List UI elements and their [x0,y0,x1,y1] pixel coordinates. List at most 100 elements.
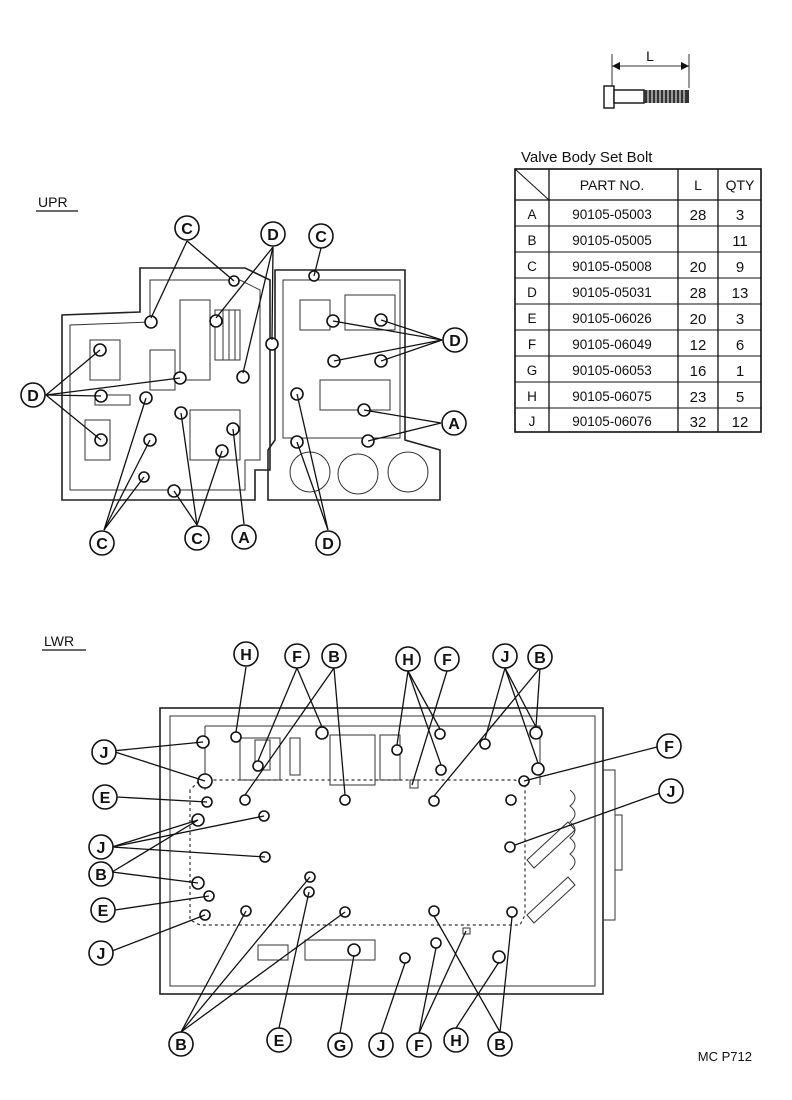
row-qty: 1 [736,363,744,380]
svg-text:A: A [238,530,250,547]
upper-leader-lines [45,240,443,531]
row-part-no: 90105-05031 [572,285,652,300]
row-part-no: 90105-05005 [572,233,652,248]
svg-text:E: E [100,790,111,807]
svg-text:J: J [97,946,106,963]
callout-badge: J [88,940,114,966]
callout-badge: B [487,1031,513,1057]
row-code: A [527,207,536,222]
row-part-no: 90105-06026 [572,311,652,326]
callout-badge: E [266,1027,292,1053]
svg-text:H: H [402,652,414,669]
svg-text:C: C [181,221,193,238]
header-qty: QTY [726,177,755,193]
callout-badge: F [434,646,460,672]
upper-section: UPR [20,194,468,556]
svg-text:B: B [175,1037,187,1054]
row-part-no: 90105-06076 [572,414,652,429]
svg-text:D: D [449,333,461,350]
callout-badge: E [92,784,118,810]
row-code: C [527,259,537,274]
figure-code: MC P712 [698,1049,752,1064]
lower-label: LWR [44,633,74,649]
bolt-table: Valve Body Set Bolt PART NO. L QTY A 901… [514,149,762,433]
svg-text:J: J [97,840,106,857]
row-part-no: 90105-06053 [572,363,652,378]
lower-bolts [191,726,545,964]
callout-badge: C [89,530,115,556]
row-code: J [529,414,536,429]
row-part-no: 90105-06075 [572,389,652,404]
row-length: 23 [690,389,707,406]
row-qty: 3 [736,207,744,224]
svg-text:E: E [274,1033,285,1050]
row-qty: 3 [736,311,744,328]
row-length: 32 [690,414,707,431]
row-part-no: 90105-06049 [572,337,652,352]
callout-badge: C [184,525,210,551]
callout-badge: G [327,1032,353,1058]
svg-text:J: J [667,784,676,801]
callout-badge: D [260,221,286,247]
callout-badge: B [527,644,553,670]
bolt-dimension-icon: L [603,48,690,109]
callout-badge: J [88,834,114,860]
callout-badge: C [174,215,200,241]
callout-badge: J [492,643,518,669]
table-row: G 90105-06053 16 1 [527,363,744,380]
table-row: B 90105-05005 11 [527,233,747,250]
row-code: E [527,311,536,326]
lower-callouts: H F B H F J B [88,641,684,1058]
lower-leader-lines [111,666,661,1034]
svg-text:C: C [191,531,203,548]
callout-badge: H [443,1027,469,1053]
upper-label: UPR [38,194,68,210]
callout-badge: J [368,1032,394,1058]
callout-badge: F [656,733,682,759]
callout-badge: J [658,778,684,804]
row-length: 20 [690,259,707,276]
table-title: Valve Body Set Bolt [521,149,653,166]
callout-badge: C [308,223,334,249]
svg-text:J: J [100,745,109,762]
callout-badge: F [406,1032,432,1058]
svg-text:D: D [322,536,334,553]
table-row: E 90105-06026 20 3 [527,311,744,328]
svg-text:J: J [377,1038,386,1055]
svg-text:F: F [442,652,452,669]
table-row: A 90105-05003 28 3 [527,207,744,224]
bolt-length-label: L [646,48,654,64]
callout-badge: A [441,410,467,436]
lower-valve-body-outline [159,707,623,995]
row-code: H [527,389,537,404]
svg-text:F: F [414,1038,424,1055]
table-row: D 90105-05031 28 13 [527,285,748,302]
row-qty: 6 [736,337,744,354]
callout-badge: J [91,739,117,765]
row-length: 20 [690,311,707,328]
row-length: 28 [690,285,707,302]
row-qty: 12 [732,414,749,431]
callout-badge: B [168,1031,194,1057]
svg-text:H: H [450,1033,462,1050]
lower-section: LWR [42,633,684,1058]
callout-badge: A [231,524,257,550]
svg-text:H: H [240,647,252,664]
row-qty: 9 [736,259,744,276]
callout-badge: H [395,646,421,672]
svg-text:B: B [328,649,340,666]
svg-text:G: G [334,1038,346,1055]
row-length: 12 [690,337,707,354]
svg-text:E: E [98,903,109,920]
row-code: D [527,285,537,300]
svg-text:F: F [292,649,302,666]
svg-text:B: B [534,650,546,667]
svg-text:C: C [96,536,108,553]
svg-text:D: D [27,388,39,405]
svg-text:A: A [448,416,460,433]
row-qty: 11 [732,233,748,250]
row-qty: 13 [732,285,749,302]
svg-text:F: F [664,739,674,756]
callout-badge: D [442,327,468,353]
table-row: H 90105-06075 23 5 [527,389,744,406]
